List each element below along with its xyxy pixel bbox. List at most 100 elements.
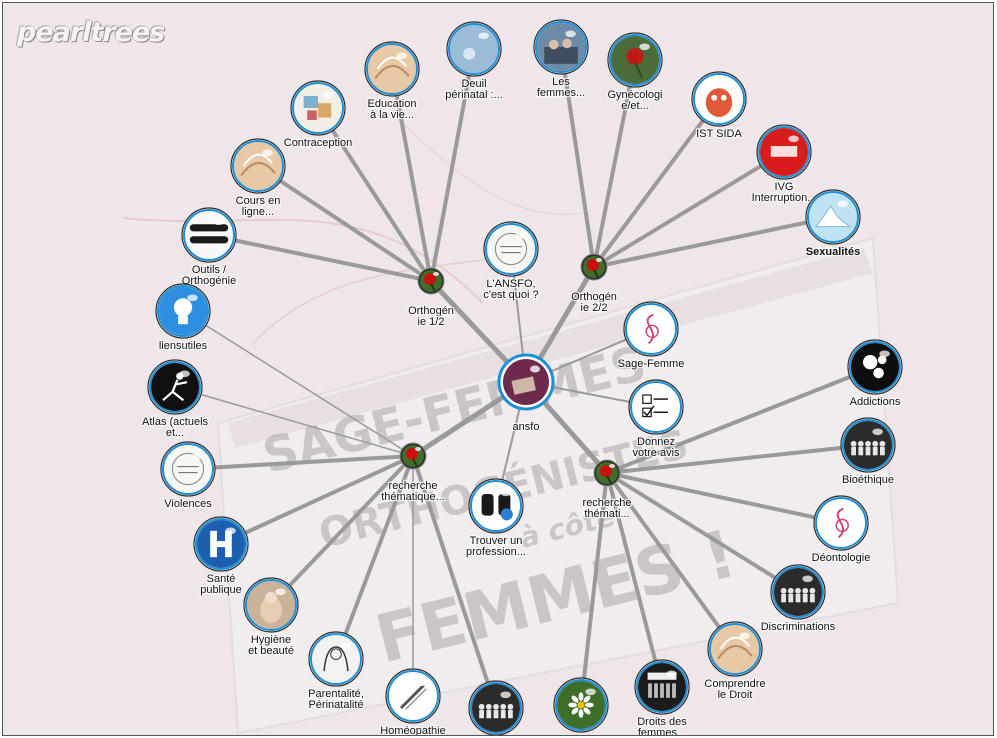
pearl-gyneco[interactable]: Gynécologie/et...	[606, 32, 664, 113]
hub-h1-label-line: Orthogén	[408, 305, 454, 317]
pearl-cours-label-line: ligne...	[242, 206, 274, 218]
pearl-sexualites-label-line: Sexualités	[806, 246, 860, 258]
edge-ivg	[592, 150, 786, 269]
pearl-parentalite[interactable]: Parentalité,Périnatalité	[307, 631, 365, 712]
edge-hygiene	[269, 454, 415, 607]
collage-icon	[294, 84, 342, 132]
pearl-daisy[interactable]	[553, 677, 609, 733]
pearl-ivg-label-line: IVG	[775, 181, 794, 193]
hub-h2-label-line: ie 2/2	[581, 302, 608, 314]
pearl-violences-label-line: Violences	[164, 498, 212, 510]
edge-daisy	[579, 471, 609, 707]
pearl-liensutiles[interactable]: liensutiles	[155, 283, 211, 353]
pearl-outils[interactable]: Outils /Orthogénie	[181, 207, 237, 288]
hub-h3-label-line: thématique...	[381, 491, 445, 503]
edge-gyneco	[592, 58, 637, 269]
edge-droits	[605, 471, 664, 689]
edge-parentalite	[334, 454, 415, 661]
hub-h4-label-line: recherche	[583, 497, 632, 509]
poster-icon	[638, 663, 686, 711]
pearl-sexualites[interactable]: Sexualités	[805, 189, 861, 259]
edge-ist	[592, 97, 721, 269]
pearl-outils-label-line: Orthogénie	[182, 275, 236, 287]
pearl-atlas-label-line: Atlas (actuels	[142, 416, 209, 428]
hub-h4-label-line: thémati...	[584, 508, 629, 520]
root-pearl-ansfo[interactable]: ansfo	[497, 353, 555, 434]
pearl-parentalite-label-line: Périnatalité	[308, 699, 363, 711]
pearl-ivg-label-line: Interruption...	[752, 192, 817, 204]
pearl-addictions[interactable]: Addictions	[847, 339, 903, 409]
pearl-bioethique-label-line: Bioéthique	[842, 474, 894, 486]
pearl-ivg[interactable]: IVGInterruption...	[750, 124, 818, 205]
pearl-people1[interactable]	[468, 680, 524, 735]
hub-pearl-h1[interactable]: Orthogénie 1/2	[407, 267, 455, 329]
pearl-sante-label-line: Santé	[207, 573, 236, 585]
edge-discriminations	[605, 471, 800, 594]
pearl-deontologie-label-line: Déontologie	[812, 552, 871, 564]
edge-deuil	[429, 47, 476, 283]
edge-violences	[186, 454, 415, 471]
pearl-trouver[interactable]: Trouver unprofession...	[465, 478, 527, 559]
pearl-atlas[interactable]: Atlas (actuelset...	[141, 359, 210, 440]
pearl-droits[interactable]: Droits desfemmes...	[634, 659, 690, 736]
hub-pearl-h4[interactable]: recherchethémati...	[581, 459, 633, 521]
pearl-education-label-line: à la vie...	[370, 109, 414, 121]
pearl-avis-label-line: votre avis	[632, 447, 680, 459]
pearl-discriminations[interactable]: Discriminations	[759, 564, 837, 634]
pearl-gyneco-label-line: Gynécologi	[607, 89, 662, 101]
pearl-homeopathie[interactable]: Homéopathie	[379, 668, 447, 736]
pencil-icon	[389, 672, 437, 720]
edge-sante	[219, 454, 415, 546]
pearl-sagefemme-label-line: Sage-Femme	[618, 358, 685, 370]
pearl-gyneco-label-line: e/et...	[621, 100, 649, 112]
pearl-ansfo_quoi[interactable]: L'ANSFO,c'est quoi ?	[482, 221, 540, 302]
edge-comprendre	[605, 471, 737, 651]
pearltrees-logo[interactable]: pearltrees	[17, 17, 165, 48]
pearl-ansfo_quoi-label-line: c'est quoi ?	[483, 289, 538, 301]
book-icon	[711, 625, 759, 673]
people-icon	[774, 568, 822, 616]
pearl-deontologie[interactable]: Déontologie	[810, 495, 872, 565]
pearl-ist-label-line: IST SIDA	[696, 128, 742, 140]
pearl-bioethique[interactable]: Bioéthique	[840, 417, 896, 487]
pearl-violences[interactable]: Violences	[160, 441, 216, 511]
pearl-deuil-label-line: Deuil	[461, 78, 486, 90]
pearl-femmes-label-line: femmes...	[537, 87, 585, 99]
edge-cours	[256, 164, 433, 283]
runner-icon	[151, 363, 199, 411]
pearl-contraception[interactable]: Contraception	[283, 80, 354, 150]
hub-h1-label-line: ie 1/2	[418, 316, 445, 328]
photo-icon	[537, 23, 585, 71]
pearl-liensutiles-label-line: liensutiles	[159, 340, 208, 352]
pearl-contraception-label-line: Contraception	[284, 137, 353, 149]
tools-icon	[185, 211, 233, 259]
pearl-hygiene-label-line: et beauté	[248, 645, 294, 657]
pearl-hygiene-label-line: Hygiène	[251, 634, 291, 646]
edge-deontologie	[605, 471, 843, 525]
hub-h2-label-line: Orthogén	[571, 291, 617, 303]
hub-pearl-h3[interactable]: recherchethématique...	[380, 442, 446, 504]
edge-education	[390, 67, 433, 283]
pearl-sagefemme[interactable]: Sage-Femme	[616, 301, 686, 371]
hub-pearl-h2[interactable]: Orthogénie 2/2	[570, 253, 618, 315]
ivg-icon	[760, 128, 808, 176]
pearl-ist[interactable]: IST SIDA	[691, 71, 747, 141]
pearl-discriminations-label-line: Discriminations	[761, 621, 836, 633]
pearl-droits-label-line: femmes...	[638, 727, 686, 736]
pearl-femmes[interactable]: Lesfemmes...	[533, 19, 589, 100]
edge-contraception	[316, 106, 433, 283]
pearl-avis-label-line: Donnez	[637, 436, 675, 448]
cartoon-icon	[695, 75, 743, 123]
pearl-femmes-label-line: Les	[552, 76, 570, 88]
pearl-cours[interactable]: Cours enligne...	[230, 138, 286, 219]
